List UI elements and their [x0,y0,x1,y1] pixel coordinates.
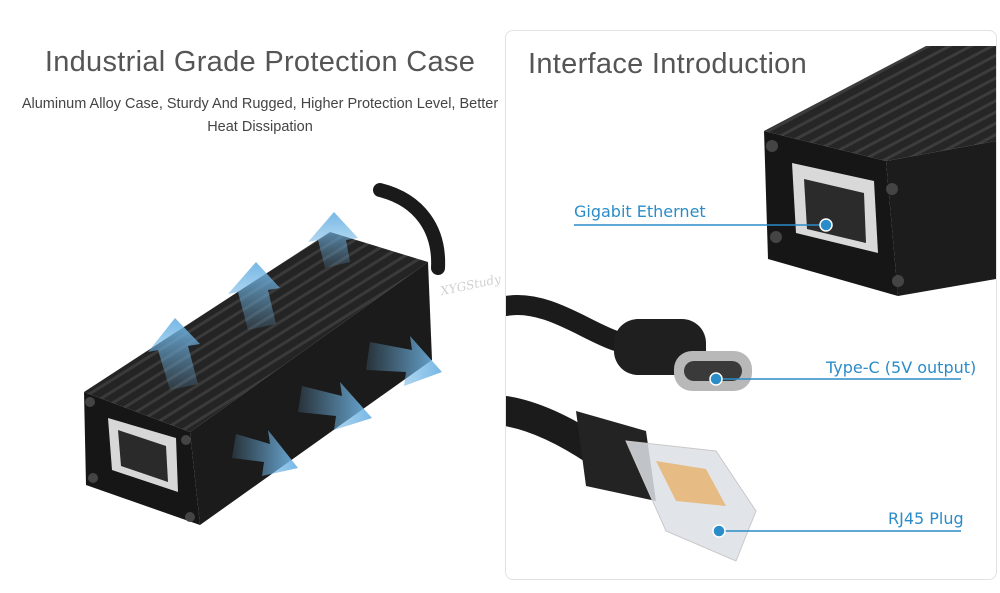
screw-icon [181,435,191,445]
adapter-side [886,141,996,296]
callout-dot-icon [819,218,833,232]
callout-dot-icon [709,372,723,386]
cable [373,183,446,275]
protection-case-panel: Industrial Grade Protection Case Aluminu… [22,46,502,525]
screw-icon [185,512,195,522]
screw-icon [892,275,904,287]
callout-dot-icon [712,524,726,538]
airflow-up-arrow [308,212,358,268]
screw-icon [886,183,898,195]
screw-icon [88,473,98,483]
case-illustration [84,183,446,525]
interface-illustration [506,46,996,562]
callout-gigabit-ethernet: Gigabit Ethernet [574,202,706,221]
case-subtitle: Aluminum Alloy Case, Sturdy And Rugged, … [21,96,499,135]
airflow-right-arrow [366,336,442,386]
airflow-up-arrow [228,262,280,330]
case-title: Industrial Grade Protection Case [44,46,476,78]
callout-type-c: Type-C (5V output) [826,358,977,377]
adapter-top [764,46,996,161]
screw-icon [85,397,95,407]
rj45-boot [576,411,656,501]
interface-title: Interface Introduction [528,48,808,80]
airflow-up-arrow [148,318,200,390]
interface-panel: Interface Introduction [505,30,997,580]
callout-rj45-plug: RJ45 Plug [888,509,964,528]
screw-icon [770,231,782,243]
airflow-right-arrow [232,430,298,476]
screw-icon [766,140,778,152]
airflow-right-arrow [298,382,372,430]
usb-cable [506,295,626,351]
